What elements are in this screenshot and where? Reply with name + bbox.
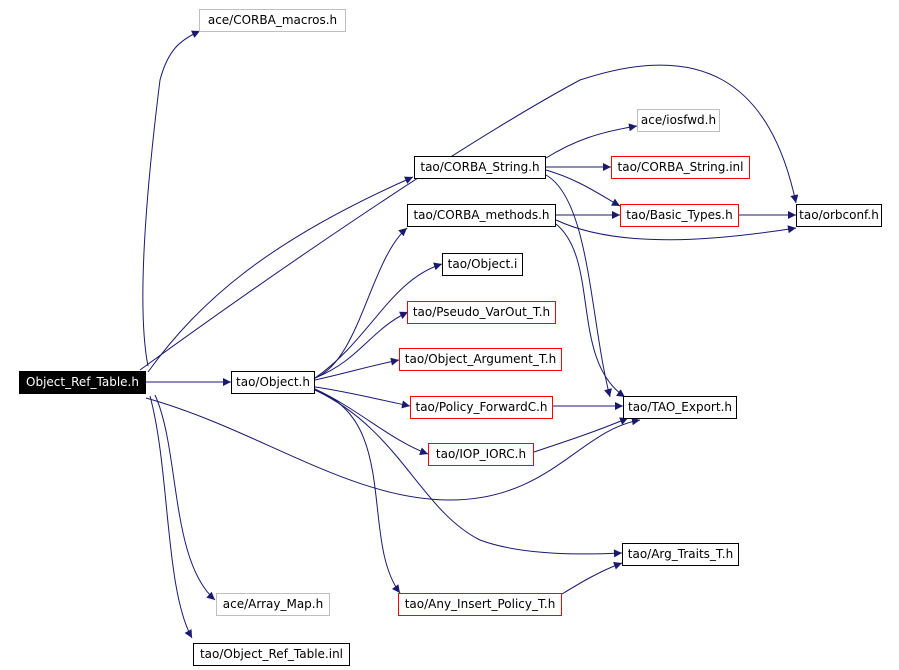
edge-root-array-map (154, 394, 216, 601)
node-tao-orbconf[interactable]: tao/orbconf.h (796, 204, 882, 227)
edge-object-pseudo-varout (314, 311, 409, 379)
node-tao-corba-string-inl[interactable]: tao/CORBA_String.inl (611, 156, 750, 179)
edge-corba-methods-tao-export (555, 223, 626, 398)
node-tao-any-insert-policy[interactable]: tao/Any_Insert_Policy_T.h (398, 593, 562, 616)
edge-root-corba-string (147, 176, 414, 373)
edge-root-object-ref-table-inl (149, 395, 193, 639)
node-tao-tao-export[interactable]: tao/TAO_Export.h (623, 396, 737, 419)
edge-iop-iorc-tao-export (533, 417, 629, 453)
edge-corba-string-tao-export (545, 174, 612, 398)
edge-corba-string-iosfwd (545, 123, 638, 159)
node-tao-object-argument[interactable]: tao/Object_Argument_T.h (399, 348, 562, 371)
node-object-ref-table-h[interactable]: Object_Ref_Table.h (19, 371, 146, 394)
edge-object-corba-methods (314, 227, 408, 379)
node-tao-arg-traits[interactable]: tao/Arg_Traits_T.h (622, 543, 739, 566)
node-tao-iop-iorc[interactable]: tao/IOP_IORC.h (428, 443, 534, 466)
edge-corba-string-basic-types (545, 169, 621, 207)
edge-object-arg-traits (314, 389, 623, 558)
edge-object-object-argument (314, 357, 400, 381)
edge-object-any-insert (314, 389, 401, 594)
edge-object-policy-forwardc (314, 386, 411, 409)
node-tao-object-i[interactable]: tao/Object.i (442, 253, 523, 276)
node-tao-policy-forwardc[interactable]: tao/Policy_ForwardC.h (410, 396, 553, 419)
node-ace-array-map[interactable]: ace/Array_Map.h (216, 593, 330, 616)
edge-root-tao-export (145, 397, 641, 501)
edge-any-insert-arg-traits (561, 561, 623, 595)
edge-root-orbconf (139, 64, 799, 371)
edge-corba-methods-orbconf (555, 219, 797, 241)
node-tao-pseudo-varout[interactable]: tao/Pseudo_VarOut_T.h (407, 301, 556, 324)
node-tao-object-h[interactable]: tao/Object.h (231, 371, 315, 394)
node-tao-corba-string[interactable]: tao/CORBA_String.h (414, 156, 546, 179)
node-ace-iosfwd[interactable]: ace/iosfwd.h (637, 109, 720, 132)
node-tao-corba-methods[interactable]: tao/CORBA_methods.h (407, 204, 556, 227)
edge-root-corba-macros (142, 30, 201, 367)
node-tao-object-ref-table-inl[interactable]: tao/Object_Ref_Table.inl (193, 643, 350, 666)
node-ace-corba-macros[interactable]: ace/CORBA_macros.h (199, 9, 346, 32)
edge-object-object-i (314, 262, 443, 379)
edges (139, 30, 799, 639)
node-tao-basic-types[interactable]: tao/Basic_Types.h (620, 204, 739, 227)
